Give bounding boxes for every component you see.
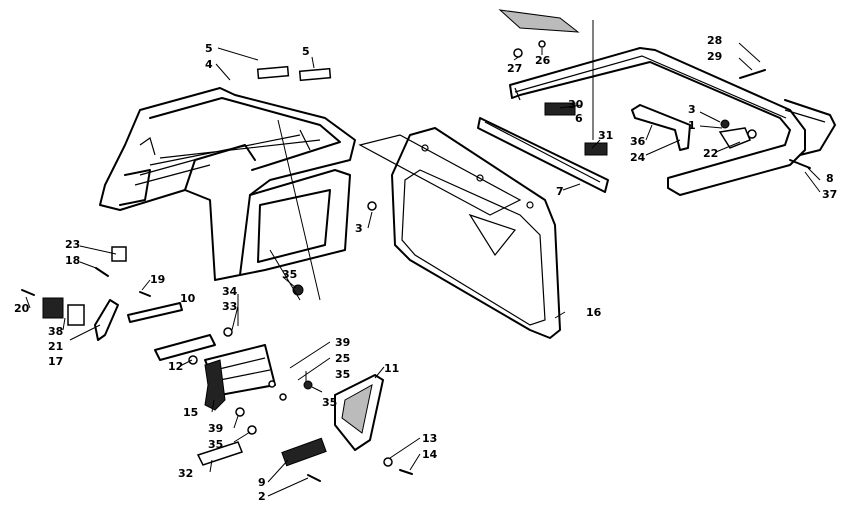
bolt xyxy=(139,291,151,297)
callout-11: 11 xyxy=(384,362,399,375)
callout-31: 31 xyxy=(598,129,613,142)
callout-28: 28 xyxy=(707,34,722,47)
callout-3: 3 xyxy=(688,103,696,116)
callout-24: 24 xyxy=(630,151,646,164)
callout-27: 27 xyxy=(507,62,522,75)
callout-22: 22 xyxy=(703,147,718,160)
callout-13: 13 xyxy=(422,432,437,445)
hitch-plate xyxy=(718,127,751,149)
bolt xyxy=(95,267,109,277)
callout-21: 21 xyxy=(48,340,63,353)
callout-9: 9 xyxy=(258,476,266,489)
callout-37: 37 xyxy=(822,188,837,201)
callout-16: 16 xyxy=(586,306,602,319)
callout-39: 39 xyxy=(208,422,223,435)
callout-12: 12 xyxy=(168,360,183,373)
callout-32: 32 xyxy=(178,467,193,480)
callout-10: 10 xyxy=(180,292,196,305)
block xyxy=(42,297,64,319)
callout-1: 1 xyxy=(688,119,696,132)
callout-23: 23 xyxy=(65,238,80,251)
knob xyxy=(111,246,127,262)
rear-rail xyxy=(509,47,836,196)
block xyxy=(67,304,85,326)
callout-26: 26 xyxy=(535,54,551,67)
grip xyxy=(196,441,243,466)
callout-6: 6 xyxy=(575,112,583,125)
callout-35: 35 xyxy=(208,438,223,451)
hitch-bracket xyxy=(631,104,691,151)
screw xyxy=(307,474,321,482)
callout-4: 4 xyxy=(205,58,213,71)
bolt xyxy=(399,469,413,475)
leader-lines xyxy=(25,20,821,497)
bolt xyxy=(789,159,811,169)
callout-15: 15 xyxy=(183,406,198,419)
callout-7: 7 xyxy=(556,185,564,198)
mount-assembly xyxy=(94,299,276,411)
mount-bar xyxy=(477,117,609,193)
callout-3: 3 xyxy=(355,222,363,235)
callout-36: 36 xyxy=(630,135,646,148)
callout-38: 38 xyxy=(48,325,63,338)
cargo-rack xyxy=(99,87,356,281)
handle xyxy=(334,374,384,451)
callout-39: 39 xyxy=(335,336,350,349)
callout-2: 2 xyxy=(258,490,266,503)
front-panel xyxy=(358,127,561,339)
callout-8: 8 xyxy=(826,172,834,185)
callout-25: 25 xyxy=(335,352,350,365)
callout-35: 35 xyxy=(335,368,350,381)
bolt xyxy=(21,289,35,296)
decal xyxy=(256,65,290,80)
callout-35: 35 xyxy=(322,396,337,409)
plate xyxy=(498,9,580,33)
callout-18: 18 xyxy=(65,254,80,267)
callout-5: 5 xyxy=(205,42,213,55)
callout-20: 20 xyxy=(14,302,30,315)
bolt xyxy=(739,69,766,79)
callout-33: 33 xyxy=(222,300,237,313)
callout-14: 14 xyxy=(422,448,438,461)
callout-34: 34 xyxy=(222,285,238,298)
callout-30: 30 xyxy=(568,98,584,111)
decal xyxy=(298,67,332,82)
callout-17: 17 xyxy=(48,355,63,368)
callout-29: 29 xyxy=(707,50,722,63)
callout-labels: 5 5 4 27 26 28 29 30 6 31 3 1 36 24 22 7… xyxy=(14,34,837,503)
decal xyxy=(584,142,608,156)
callout-35: 35 xyxy=(282,268,297,281)
callout-19: 19 xyxy=(150,273,165,286)
pad xyxy=(281,437,327,467)
decal xyxy=(544,102,576,116)
callout-5: 5 xyxy=(302,45,310,58)
